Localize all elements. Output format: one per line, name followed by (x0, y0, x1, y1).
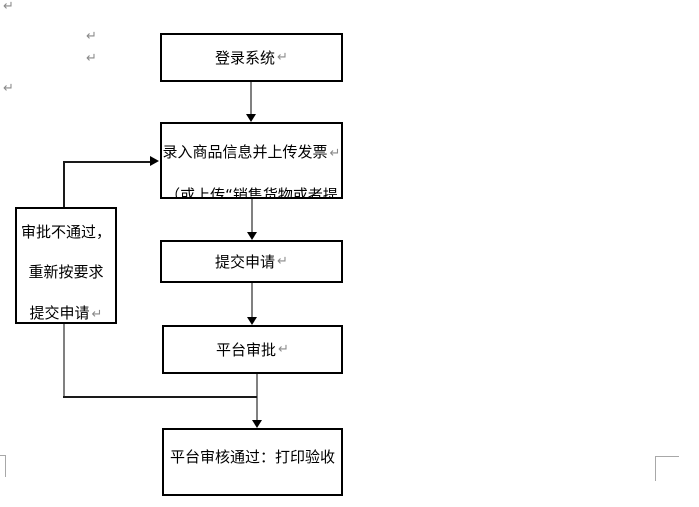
flow-box-reject-line2: 重新按要求 (28, 263, 104, 281)
arrowhead-right-icon (150, 156, 159, 166)
connector-reject-to-upload (63, 161, 151, 163)
flow-box-reject-line3: 提交申请↵ (29, 304, 103, 322)
flow-box-upload-line1: 录入商品信息并上传发票↵ (162, 143, 341, 161)
paragraph-mark-icon: ↵ (91, 307, 103, 322)
arrowhead-down-icon (247, 317, 257, 325)
connector-reject-down (63, 324, 65, 397)
text-boundary-corner-icon (5, 455, 6, 477)
paragraph-mark-icon: ↵ (277, 254, 288, 269)
flow-box-approve-label: 平台审批 (216, 341, 277, 359)
connector-branch-horizontal (63, 396, 257, 398)
connector-reject-up (63, 161, 65, 207)
flow-box-submit-label: 提交申请 (215, 253, 276, 271)
flow-box-approve[interactable]: 平台审批↵ (162, 325, 343, 374)
connector-upload-submit (251, 199, 253, 233)
flow-box-login-label: 登录系统 (215, 49, 276, 67)
paragraph-mark-icon: ↵ (278, 342, 289, 357)
connector-login-upload (250, 82, 252, 115)
arrowhead-down-icon (246, 114, 256, 122)
arrowhead-down-icon (252, 420, 262, 428)
paragraph-mark-icon: ↵ (277, 50, 288, 65)
text-boundary-corner-icon (0, 455, 6, 456)
flow-box-upload-info[interactable]: 录入商品信息并上传发票↵ （或上传“销售货物或者提 (160, 122, 343, 199)
flow-box-submit[interactable]: 提交申请↵ (160, 240, 343, 283)
paragraph-mark-icon: ↵ (86, 51, 97, 66)
connector-approve-final (256, 374, 258, 421)
text-boundary-corner-icon (655, 456, 656, 481)
paragraph-mark-icon: ↵ (86, 29, 97, 44)
flow-box-login[interactable]: 登录系统↵ (160, 33, 343, 82)
arrowhead-down-icon (247, 232, 257, 240)
flow-box-final-label: 平台审核通过：打印验收 (169, 448, 335, 466)
paragraph-mark-icon: ↵ (3, 0, 14, 14)
paragraph-mark-icon: ↵ (329, 146, 341, 161)
paragraph-mark-icon: ↵ (3, 81, 14, 96)
flow-box-final[interactable]: 平台审核通过：打印验收 (162, 428, 343, 496)
connector-submit-approve (251, 283, 253, 318)
flow-box-reject[interactable]: 审批不通过， 重新按要求 提交申请↵ (15, 207, 117, 324)
text-boundary-corner-icon (655, 456, 679, 457)
flow-box-upload-line2: （或上传“销售货物或者提 (165, 186, 338, 199)
flow-box-reject-line1: 审批不通过， (20, 223, 111, 241)
